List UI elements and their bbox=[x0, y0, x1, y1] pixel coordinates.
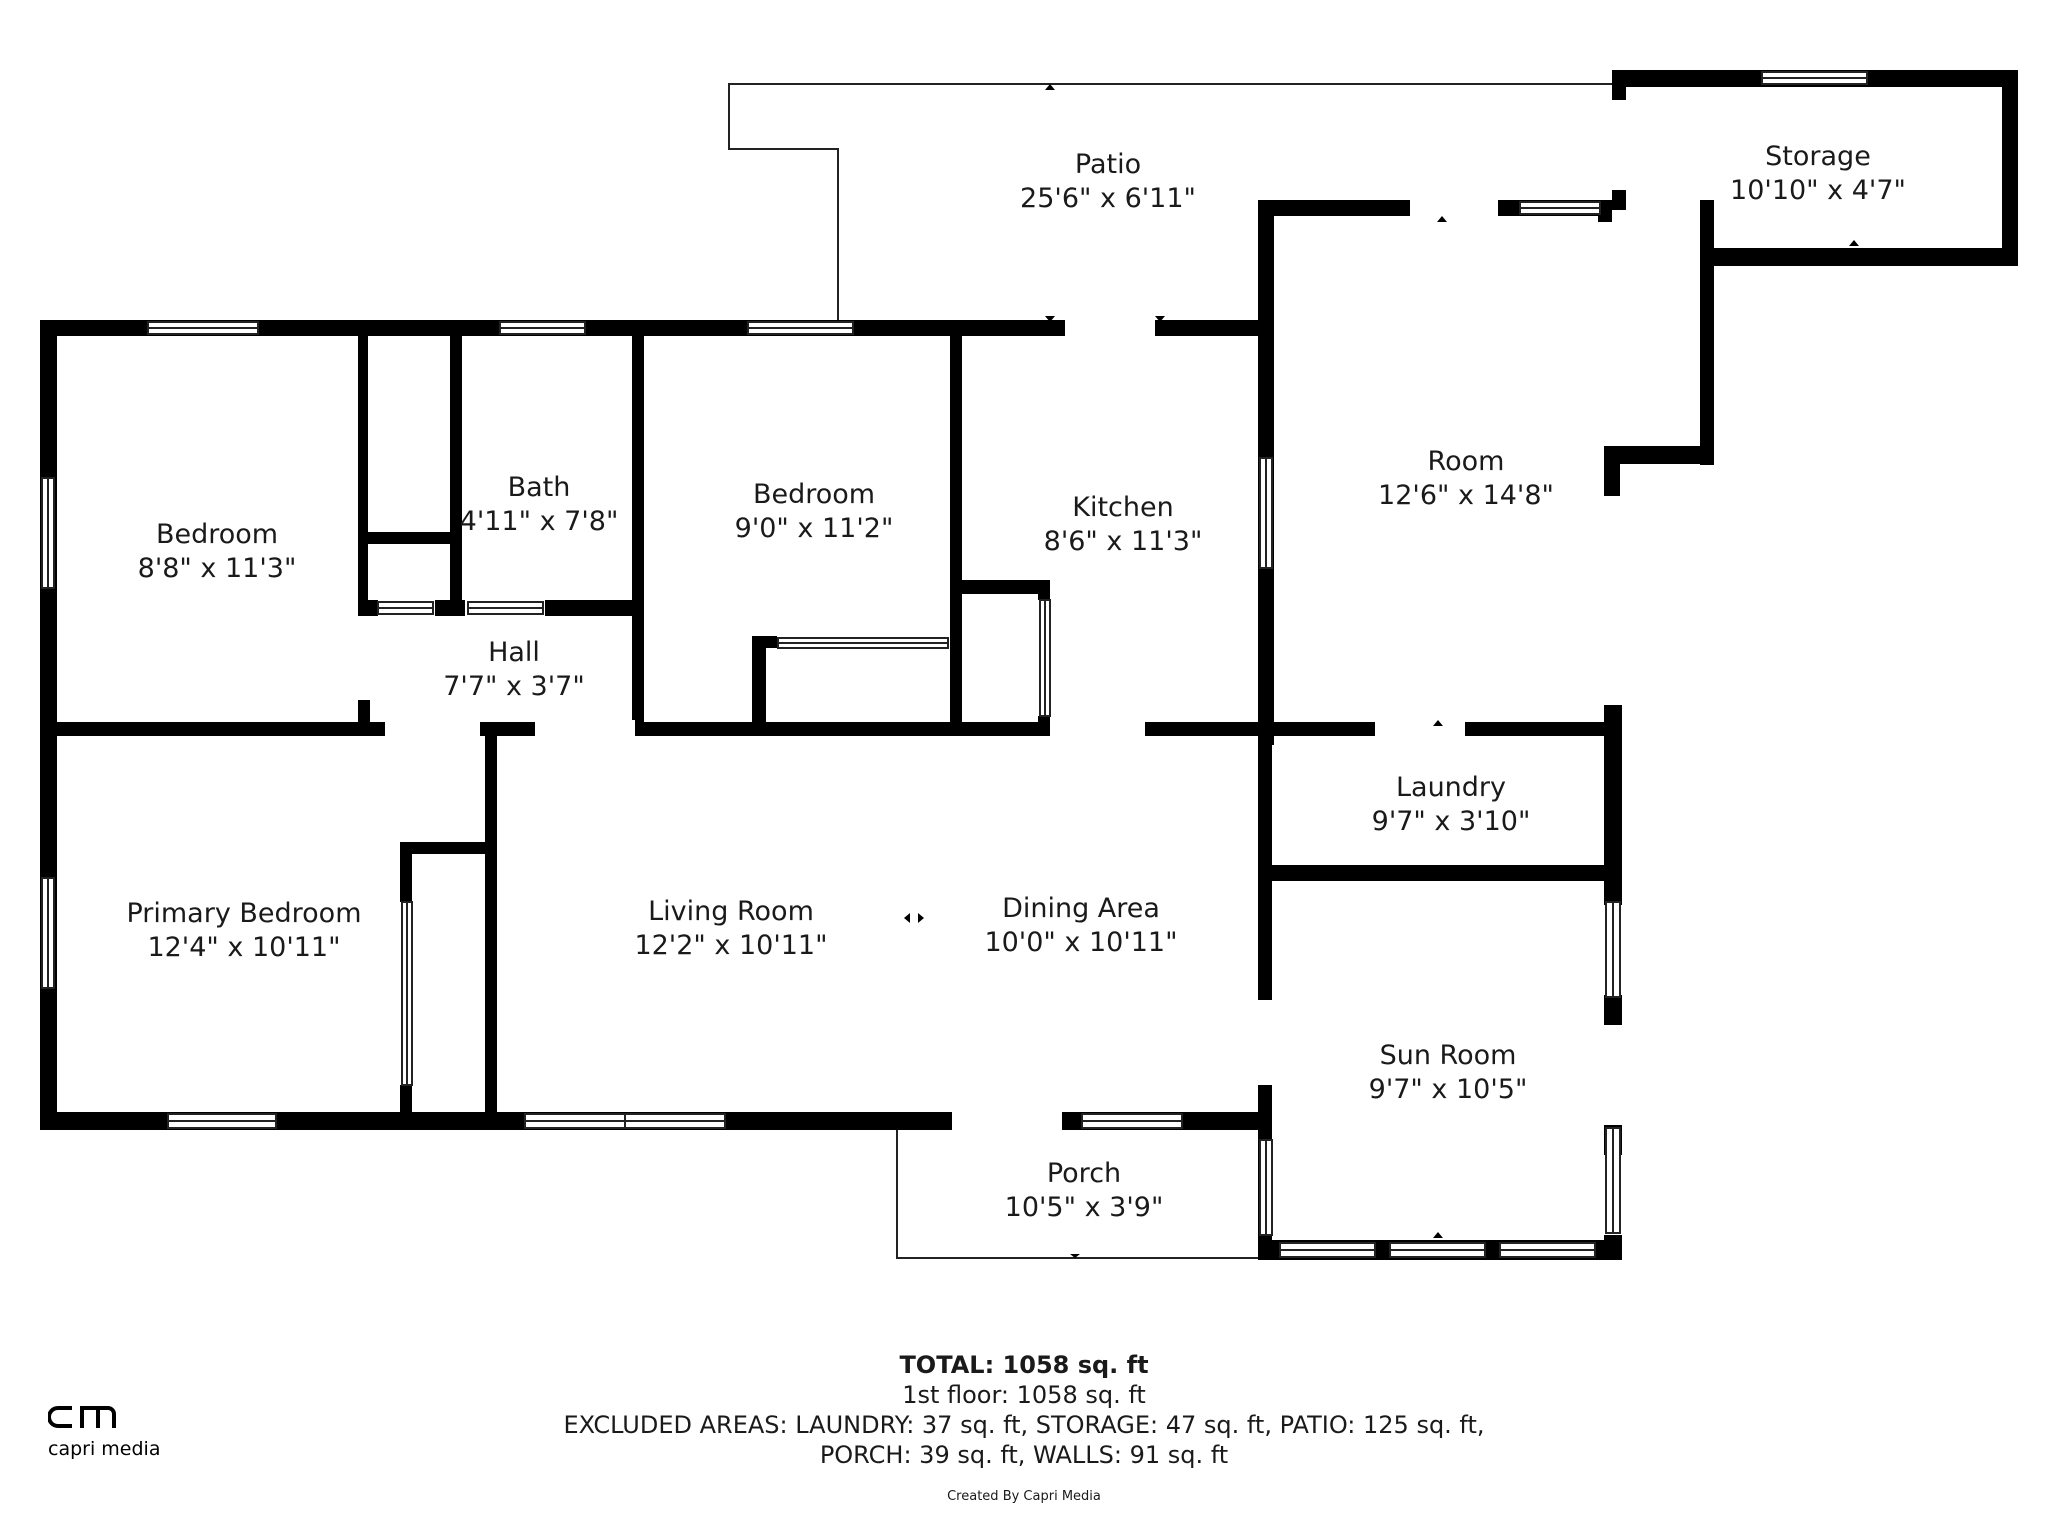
total-area: TOTAL: 1058 sq. ft bbox=[899, 1351, 1149, 1379]
room-dims: 12'6" x 14'8" bbox=[1378, 480, 1554, 511]
bedroom-mid-dims: 9'0" x 11'2" bbox=[735, 513, 894, 544]
porch-dims: 10'5" x 3'9" bbox=[1005, 1192, 1164, 1223]
bedroom-mid-name: Bedroom bbox=[753, 479, 875, 510]
bath-name: Bath bbox=[508, 472, 571, 503]
walls bbox=[40, 70, 2018, 1260]
windows bbox=[41, 71, 1868, 1258]
dining-area-name: Dining Area bbox=[1002, 893, 1160, 924]
kitchen-dims: 8'6" x 11'3" bbox=[1044, 526, 1203, 557]
patio-outline bbox=[728, 83, 1612, 322]
excluded-areas-line1: EXCLUDED AREAS: LAUNDRY: 37 sq. ft, STOR… bbox=[563, 1411, 1485, 1439]
room-name: Room bbox=[1428, 446, 1505, 477]
cm-logo-mark bbox=[48, 1406, 116, 1428]
hall-name: Hall bbox=[488, 637, 540, 668]
room-labels: Patio 25'6" x 6'11" Storage 10'10" x 4'7… bbox=[126, 141, 1905, 1223]
primary-bedroom-name: Primary Bedroom bbox=[126, 898, 361, 929]
dimension-ticks bbox=[904, 84, 1859, 1258]
sun-room-name: Sun Room bbox=[1380, 1040, 1517, 1071]
excluded-areas-line2: PORCH: 39 sq. ft, WALLS: 91 sq. ft bbox=[819, 1441, 1229, 1469]
hall-dims: 7'7" x 3'7" bbox=[443, 671, 585, 702]
storage-name: Storage bbox=[1765, 141, 1871, 172]
capri-media-logo: capri media bbox=[48, 1404, 178, 1474]
bath-dims: 4'11" x 7'8" bbox=[460, 506, 619, 537]
patio-dims: 25'6" x 6'11" bbox=[1020, 183, 1196, 214]
living-room-dims: 12'2" x 10'11" bbox=[634, 930, 827, 961]
living-room-name: Living Room bbox=[648, 896, 814, 927]
kitchen-name: Kitchen bbox=[1072, 492, 1173, 523]
dining-area-dims: 10'0" x 10'11" bbox=[984, 927, 1177, 958]
patio-name: Patio bbox=[1075, 149, 1141, 180]
bedroom-left-dims: 8'8" x 11'3" bbox=[138, 553, 297, 584]
storage-dims: 10'10" x 4'7" bbox=[1730, 175, 1906, 206]
porch-outline bbox=[896, 1122, 1258, 1259]
logo-brand-name: capri media bbox=[48, 1438, 161, 1460]
credit-line: Created By Capri Media bbox=[947, 1489, 1101, 1504]
bedroom-left-name: Bedroom bbox=[156, 519, 278, 550]
laundry-name: Laundry bbox=[1396, 772, 1506, 803]
primary-bedroom-dims: 12'4" x 10'11" bbox=[147, 932, 340, 963]
floor-area: 1st floor: 1058 sq. ft bbox=[902, 1381, 1146, 1409]
porch-name: Porch bbox=[1047, 1158, 1121, 1189]
openings bbox=[385, 198, 1624, 1132]
sun-room-dims: 9'7" x 10'5" bbox=[1369, 1074, 1528, 1105]
area-summary: TOTAL: 1058 sq. ft 1st floor: 1058 sq. f… bbox=[524, 1350, 1524, 1512]
laundry-dims: 9'7" x 3'10" bbox=[1372, 806, 1531, 837]
